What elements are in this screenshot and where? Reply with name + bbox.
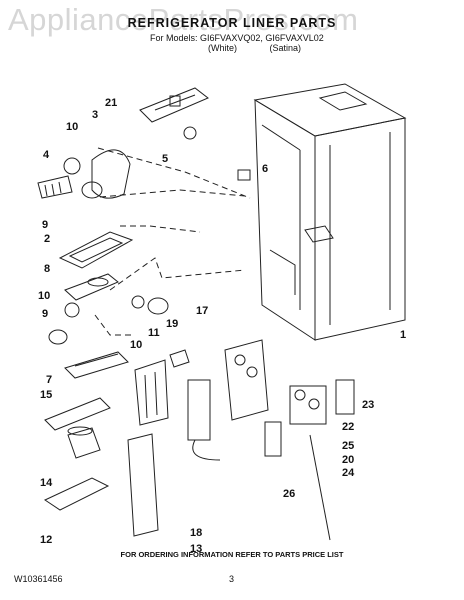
- part-5-drawing: [183, 126, 197, 140]
- callout-15: 15: [40, 389, 52, 401]
- part-12-drawing: [43, 477, 110, 511]
- callout-10-mid: 10: [38, 290, 50, 302]
- part-13-drawing: [127, 433, 159, 537]
- variant-white: (White): [208, 43, 237, 53]
- callout-11: 11: [148, 327, 160, 339]
- callout-14: 14: [40, 477, 53, 489]
- callout-8: 8: [44, 263, 50, 275]
- part-21-drawing: [139, 87, 209, 123]
- callout-10-right: 10: [130, 339, 142, 351]
- part-20-drawing: [289, 385, 327, 425]
- part-4-drawing: [37, 175, 73, 199]
- model-variants: (White) (Satina): [208, 43, 331, 53]
- part-15-drawing: [44, 397, 111, 431]
- callout-23: 23: [362, 399, 374, 411]
- callout-1: 1: [400, 329, 406, 341]
- part-10-top-drawing: [63, 157, 81, 175]
- part-11-drawing: [134, 359, 169, 426]
- callout-4: 4: [43, 149, 50, 161]
- part-18-drawing: [187, 379, 221, 461]
- part-8-drawing: [64, 273, 119, 301]
- callout-19: 19: [166, 318, 178, 330]
- document-number: W10361456: [14, 574, 63, 584]
- callout-26: 26: [283, 488, 295, 500]
- model-numbers: For Models: GI6FVAXVQ02, GI6FVAXVL02: [150, 33, 324, 43]
- part-25-drawing: [335, 379, 355, 415]
- part-2-drawing: [58, 231, 134, 269]
- callout-20: 20: [342, 454, 354, 466]
- bulb-top-drawing: [81, 181, 103, 199]
- watermark: AppliancePartsPros.com: [8, 2, 359, 37]
- page-title: REFRIGERATOR LINER PARTS: [127, 16, 337, 30]
- callout-18: 18: [190, 527, 202, 539]
- part-6-drawing: [237, 169, 251, 181]
- part-10-right-drawing: [131, 295, 145, 309]
- callout-17: 17: [196, 305, 208, 317]
- part-14-drawing: [67, 426, 101, 459]
- part-10-mid-drawing: [64, 302, 80, 318]
- variant-satina: (Satina): [269, 43, 302, 53]
- callout-2: 2: [44, 233, 50, 245]
- bulb-mid-drawing: [48, 329, 68, 345]
- callout-25: 25: [342, 440, 354, 452]
- callout-numbers: 21 3 10 4 5 6 9 2 8 10 9 10 11 19 17 7 1…: [38, 97, 406, 555]
- callout-12: 12: [40, 534, 52, 546]
- bulb-right-drawing: [147, 297, 169, 315]
- callout-7: 7: [46, 374, 52, 386]
- callout-21: 21: [105, 97, 117, 109]
- callout-6: 6: [262, 163, 268, 175]
- part-7-drawing: [64, 351, 129, 379]
- part-17-drawing: [224, 339, 269, 421]
- part-26-drawing: [264, 421, 282, 457]
- callout-13: 13: [190, 543, 202, 555]
- callout-10-top: 10: [66, 121, 78, 133]
- callout-24: 24: [342, 467, 355, 479]
- page-number: 3: [229, 574, 235, 584]
- part-24-drawing: [309, 434, 331, 541]
- leader-lines: [94, 147, 251, 336]
- part-3-drawing: [91, 149, 131, 199]
- callout-9-top: 9: [42, 219, 48, 231]
- callout-22: 22: [342, 421, 354, 433]
- callout-3: 3: [92, 109, 98, 121]
- liner-box-drawing: [253, 83, 407, 341]
- callout-9-mid: 9: [42, 308, 48, 320]
- part-19-drawing: [169, 349, 190, 368]
- callout-5: 5: [162, 153, 168, 165]
- ordering-note: FOR ORDERING INFORMATION REFER TO PARTS …: [120, 550, 344, 559]
